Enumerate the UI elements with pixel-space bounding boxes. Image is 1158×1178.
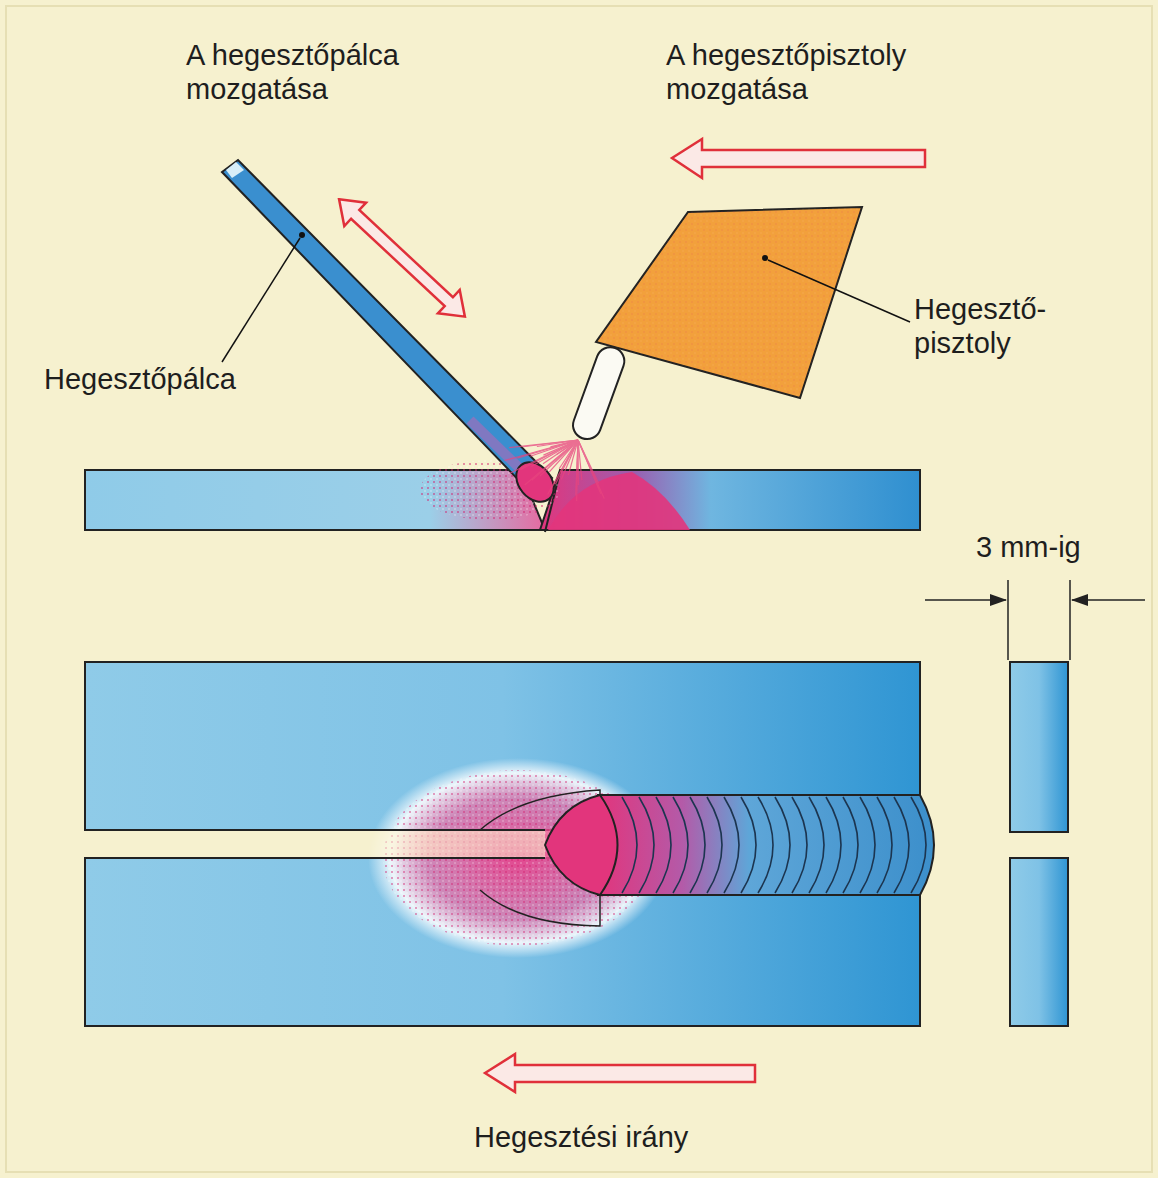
rod-label: Hegesztőpálca — [44, 362, 304, 396]
dimension-label: 3 mm-ig — [976, 530, 1126, 564]
gas-stream — [548, 440, 578, 495]
gas-stream — [578, 440, 604, 499]
weld-ripple — [894, 797, 909, 893]
weld-ripple — [622, 797, 637, 893]
pistol-movement-label: A hegesztőpisztoly mozgatása — [666, 38, 996, 106]
weld-ripple — [843, 797, 858, 893]
weld-ripple — [724, 797, 739, 893]
weld-ripple — [911, 797, 926, 893]
pistol-label: Hegesztő- pisztoly — [914, 292, 1064, 360]
rod-movement-label: A hegesztőpálca mozgatása — [186, 38, 486, 106]
weld-ripple — [775, 797, 790, 893]
weld-ripple — [860, 797, 875, 893]
weld-ripple — [758, 797, 773, 893]
gas-stream — [577, 440, 578, 501]
weld-ripple — [809, 797, 824, 893]
gas-stream — [525, 440, 578, 485]
weld-ripple — [826, 797, 841, 893]
weld-ripple — [673, 797, 688, 893]
direction-label: Hegesztési irány — [474, 1120, 774, 1154]
weld-ripple — [690, 797, 705, 893]
weld-ripple — [656, 797, 671, 893]
weld-ripple — [741, 797, 756, 893]
weld-ripple — [639, 797, 654, 893]
weld-ripple — [707, 797, 722, 893]
weld-ripple — [877, 797, 892, 893]
weld-ripple — [792, 797, 807, 893]
